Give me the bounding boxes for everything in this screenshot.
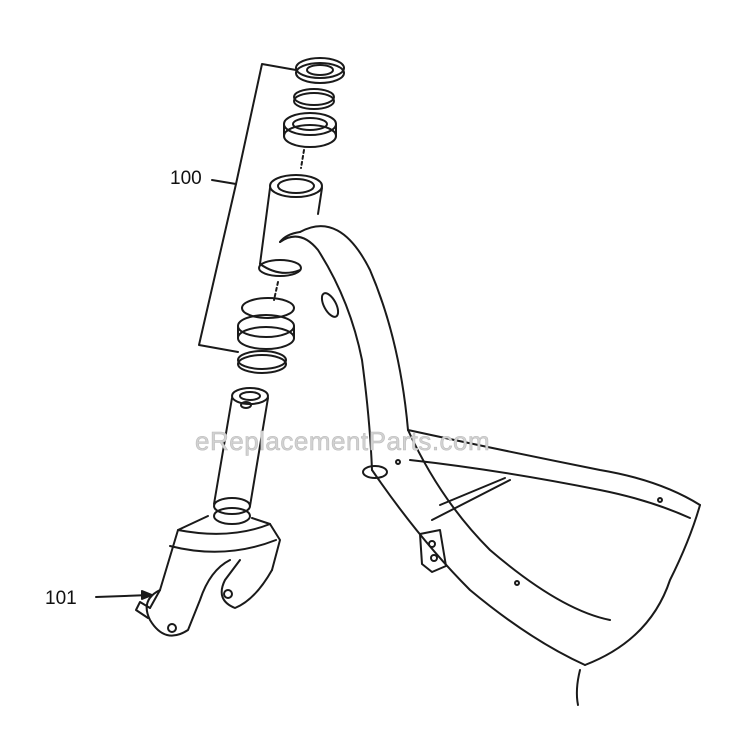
callout-100-bracket xyxy=(198,63,297,353)
watermark-text: eReplacementParts.com xyxy=(195,426,491,457)
headset-top-parts xyxy=(283,57,345,169)
steerer-tube xyxy=(213,387,269,525)
fork xyxy=(135,515,281,637)
frame xyxy=(279,225,701,706)
callout-label-101: 101 xyxy=(45,588,77,609)
callout-101-leader xyxy=(95,590,153,600)
callout-label-100: 100 xyxy=(170,168,202,189)
headset-bottom-parts xyxy=(237,281,295,374)
head-tube xyxy=(258,174,323,277)
frame-tab xyxy=(419,529,447,573)
